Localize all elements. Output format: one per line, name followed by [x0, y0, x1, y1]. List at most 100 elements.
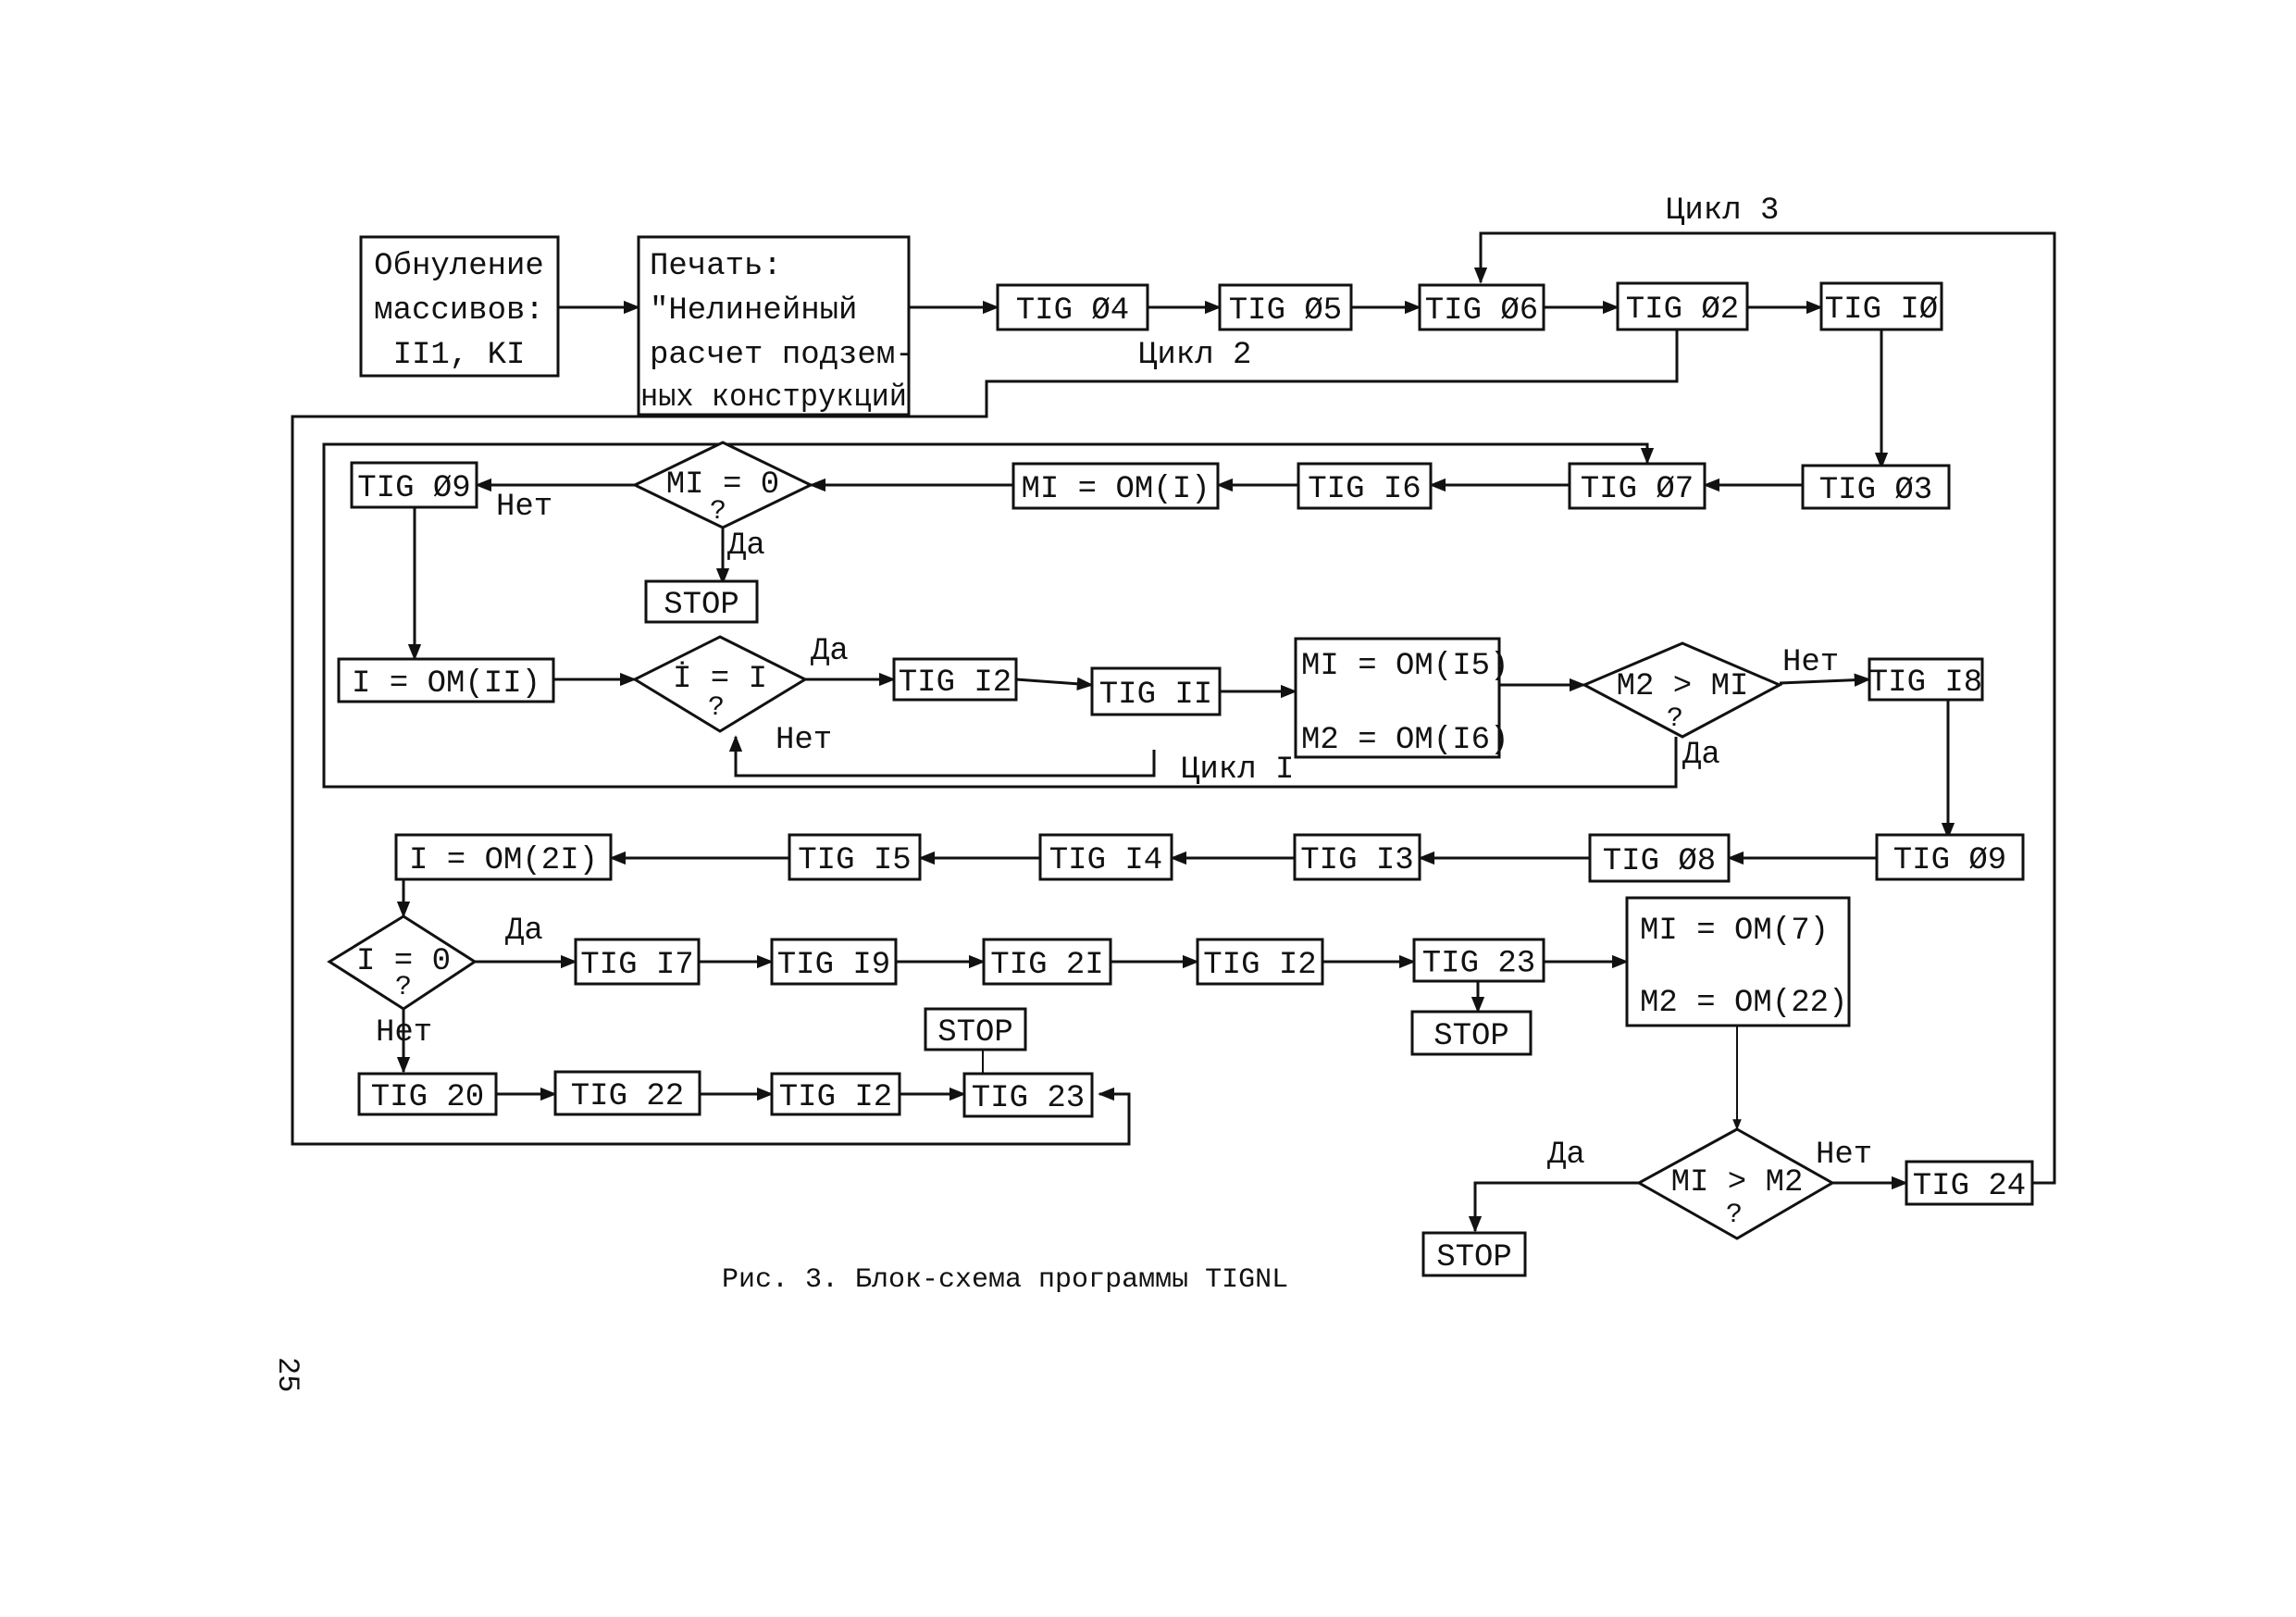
node-text: STOP: [1433, 1019, 1509, 1054]
node-tig16: TIG I6: [1297, 462, 1433, 510]
node-text: I = OM(II): [352, 666, 540, 702]
node-box: [1196, 938, 1324, 986]
node-m-om-7-22: MI = OM(7) M2 = OM(22): [1625, 896, 1851, 1027]
node-box: [1218, 283, 1353, 331]
node-tig11: TIG II: [1090, 666, 1222, 716]
label-yes: Да: [1547, 1138, 1585, 1173]
node-text: ?: [708, 692, 725, 724]
node-tig20: TIG 20: [357, 1072, 498, 1116]
node-text: TIG 23: [1422, 947, 1535, 982]
process-boxes: TIG Ø4 TIG Ø5 TIG Ø6 TIG Ø2 TIG IØ TIG Ø3 TIG …: [337, 281, 2034, 1277]
node-text: TIG I2: [899, 665, 1011, 701]
node-text: TIG Ø2: [1626, 292, 1739, 328]
node-box: [962, 1072, 1094, 1118]
node-tig10: TIG IØ: [1819, 281, 1943, 331]
node-text: TIG I7: [580, 948, 693, 983]
node-tig18: TIG I8: [1868, 657, 1984, 702]
node-tig06: TIG Ø6: [1418, 283, 1545, 331]
node-text: M2 = OM(I6): [1301, 723, 1508, 758]
node-box: [1421, 1231, 1527, 1277]
decision-mi-eq-0: MI = 0 ?: [631, 441, 814, 529]
node-text: İ = I: [673, 662, 767, 697]
node-text: Печать:: [650, 249, 782, 284]
label-yes: Да: [727, 529, 765, 564]
node-text: ?: [1726, 1200, 1743, 1231]
node-text: массивов:: [374, 293, 544, 329]
edge-cycle1-loop: [728, 735, 1156, 777]
node-text: I = 0: [356, 944, 451, 979]
node-box: [394, 833, 613, 881]
node-tig09a: TIG Ø9: [350, 461, 478, 509]
label-no: Нет: [1782, 645, 1839, 680]
node-box: [1875, 833, 2025, 881]
node-text: TIG Ø9: [357, 471, 470, 506]
label-yes: Да: [811, 634, 849, 669]
label-no: Нет: [776, 723, 832, 758]
label-yes: Да: [1682, 738, 1720, 773]
node-tig24: TIG 24: [1905, 1160, 2034, 1206]
node-box: [1090, 666, 1222, 716]
node-print: Печать: "Нелинейный расчет подзем- ных к…: [637, 235, 914, 417]
node-box: [982, 938, 1112, 986]
node-tig12a: TIG I2: [892, 657, 1018, 702]
node-text: TIG Ø3: [1819, 473, 1932, 508]
node-text: TIG Ø5: [1229, 293, 1342, 329]
node-text: TIG 2I: [990, 948, 1103, 983]
node-stop2: STOP: [1410, 1010, 1533, 1056]
node-tig17: TIG I7: [574, 938, 701, 986]
node-text: MI = 0: [666, 467, 779, 503]
label-no: Нет: [496, 490, 552, 525]
cycle-3-label: Цикл 3: [1666, 193, 1779, 229]
node-box: [1819, 281, 1943, 331]
node-box: [1905, 1160, 2034, 1206]
node-tig23b: TIG 23: [962, 1072, 1094, 1118]
node-m-om-15-16: MI = OM(I5) M2 = OM(I6): [1294, 637, 1508, 759]
node-text: Обнуление: [374, 249, 544, 284]
edge-cycle3-loop: [1473, 231, 2056, 1185]
node-box: [1297, 462, 1433, 510]
node-box: [1410, 1010, 1533, 1056]
node-text: TIG I2: [779, 1080, 892, 1115]
node-text: STOP: [664, 588, 739, 623]
node-box: [1868, 657, 1984, 702]
node-text: STOP: [1436, 1240, 1512, 1275]
node-tig04: TIG Ø4: [996, 283, 1149, 331]
node-text: TIG Ø9: [1893, 843, 2006, 878]
node-text: TIG I5: [798, 843, 911, 878]
node-text: II1, KI: [393, 338, 526, 373]
node-box: [770, 1072, 901, 1116]
node-tig23a: TIG 23: [1412, 938, 1545, 983]
node-box: [996, 283, 1149, 331]
cycle-1-label: Цикл I: [1181, 753, 1294, 788]
node-text: TIG Ø6: [1425, 293, 1538, 329]
node-tig08: TIG Ø8: [1588, 833, 1731, 883]
node-init-arrays: Обнуление массивов: II1, KI: [359, 235, 560, 378]
node-box: [1616, 281, 1749, 331]
node-box: [1412, 938, 1545, 983]
edge-labels: Цикл 3 Цикл 2 Цикл I Нет Да Да Нет Нет Д…: [376, 193, 1872, 1173]
node-tig07: TIG Ø7: [1568, 462, 1706, 510]
node-text: TIG I6: [1308, 472, 1421, 507]
node-text: TIG I8: [1869, 665, 1982, 701]
node-tig21: TIG 2I: [982, 938, 1112, 986]
node-text: TIG I4: [1049, 843, 1162, 878]
node-text: TIG Ø8: [1603, 844, 1716, 879]
node-text: "Нелинейный: [650, 293, 857, 329]
node-text: MI > M2: [1671, 1165, 1804, 1200]
node-box: [770, 938, 898, 986]
node-box: [350, 461, 478, 509]
node-tig13: TIG I3: [1293, 833, 1421, 881]
decision-i-eq-0: I = 0 ?: [327, 914, 478, 1011]
node-text: M2 > MI: [1617, 669, 1749, 704]
node-box: [337, 657, 555, 703]
node-text: MI = OM(I5): [1301, 649, 1508, 684]
node-text: MI = OM(I): [1021, 472, 1210, 507]
node-text: I = OM(2I): [409, 843, 598, 878]
label-no: Нет: [1816, 1138, 1872, 1173]
node-box: [574, 938, 701, 986]
node-text: MI = OM(7): [1640, 914, 1829, 949]
node-mi-om-i: MI = OM(I): [1011, 462, 1220, 510]
node-text: TIG Ø7: [1581, 472, 1694, 507]
edge-cycle2-inner: [322, 442, 1678, 789]
